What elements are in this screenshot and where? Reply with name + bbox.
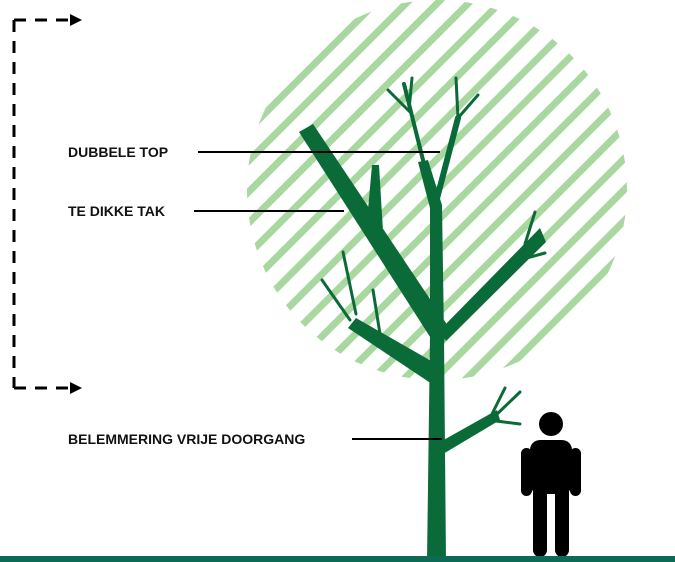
- ground-line: [0, 556, 675, 562]
- person-icon: [521, 412, 581, 557]
- label-double-top: DUBBELE TOP: [68, 144, 168, 160]
- arrow-right-icon: [70, 382, 82, 394]
- label-thick-branch: TE DIKKE TAK: [68, 203, 165, 219]
- dashed-bracket: [14, 20, 70, 388]
- label-obstruction: BELEMMERING VRIJE DOORGANG: [68, 431, 305, 447]
- arrow-right-icon: [70, 14, 82, 26]
